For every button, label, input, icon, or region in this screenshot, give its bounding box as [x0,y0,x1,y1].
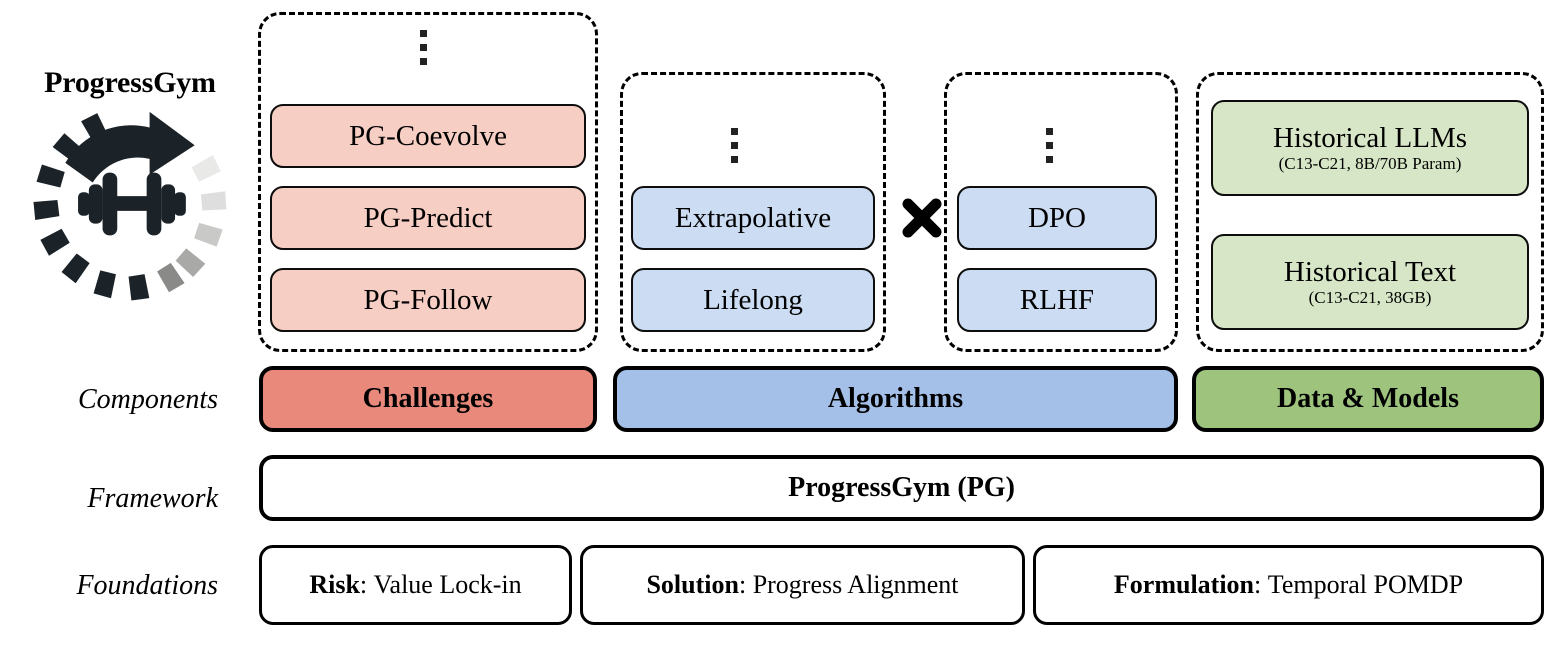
ellipsis-dot [730,142,738,149]
ellipsis-dot [419,44,427,51]
item-label: Extrapolative [674,201,832,234]
framework-bar[interactable]: ProgressGym (PG) [259,455,1544,521]
row-label-framework: Framework [87,483,218,514]
foundation-value: Temporal POMDP [1267,570,1464,599]
foundation-value: Progress Alignment [752,570,959,599]
component-label: Algorithms [827,383,964,414]
item-label: Historical LLMs [1272,121,1468,154]
group-algorithm-methods [944,72,1178,352]
ellipsis-dot [1045,156,1053,163]
foundation-key: Risk [309,570,360,599]
component-data-models[interactable]: Data & Models [1192,366,1544,432]
item-label: Lifelong [703,283,803,316]
foundation-value: Value Lock-in [373,570,522,599]
foundation-key: Solution [646,570,739,599]
item-pg-follow[interactable]: PG-Follow [270,268,586,332]
foundation-formulation[interactable]: Formulation: Temporal POMDP [1033,545,1544,625]
component-challenges[interactable]: Challenges [259,366,597,432]
ellipsis-dot [1045,128,1053,135]
item-label: PG-Coevolve [349,119,507,152]
page-title: ProgressGym [44,66,216,99]
foundation-separator: : [359,570,374,599]
row-label-foundations: Foundations [76,570,218,601]
item-sublabel: (C13-C21, 38GB) [1308,288,1432,308]
progressgym-logo-icon [32,104,228,304]
foundation-separator: : [738,570,753,599]
item-dpo[interactable]: DPO [957,186,1157,250]
ellipsis-dot [419,58,427,65]
item-extrapolative[interactable]: Extrapolative [631,186,875,250]
item-pg-predict[interactable]: PG-Predict [270,186,586,250]
item-historical-llms[interactable]: Historical LLMs (C13-C21, 8B/70B Param) [1211,100,1529,196]
foundation-key: Formulation [1113,570,1255,599]
cartesian-product-icon [900,196,944,240]
item-sublabel: (C13-C21, 8B/70B Param) [1278,154,1462,174]
foundation-separator: : [1254,570,1268,599]
item-pg-coevolve[interactable]: PG-Coevolve [270,104,586,168]
component-label: Data & Models [1277,383,1459,414]
foundation-solution[interactable]: Solution: Progress Alignment [580,545,1025,625]
component-algorithms[interactable]: Algorithms [613,366,1178,432]
framework-label: ProgressGym (PG) [788,472,1015,503]
ellipsis-dot [730,128,738,135]
ellipsis-challenges [418,30,428,65]
ellipsis-dot [730,156,738,163]
foundation-risk[interactable]: Risk: Value Lock-in [259,545,572,625]
ellipsis-dot [419,30,427,37]
item-label: RLHF [1019,283,1095,316]
item-label: PG-Predict [363,201,493,234]
ellipsis-dot [1045,142,1053,149]
component-label: Challenges [362,383,494,414]
group-data-models [1196,72,1544,352]
item-label: Historical Text [1283,255,1457,288]
row-label-components: Components [78,384,218,415]
ellipsis-algorithm-methods [1044,128,1054,163]
item-lifelong[interactable]: Lifelong [631,268,875,332]
item-rlhf[interactable]: RLHF [957,268,1157,332]
ellipsis-algorithm-families [729,128,739,163]
item-label: DPO [1027,201,1086,234]
item-label: PG-Follow [363,283,493,316]
item-historical-text[interactable]: Historical Text (C13-C21, 38GB) [1211,234,1529,330]
group-challenges [258,12,598,352]
group-algorithm-families [620,72,886,352]
